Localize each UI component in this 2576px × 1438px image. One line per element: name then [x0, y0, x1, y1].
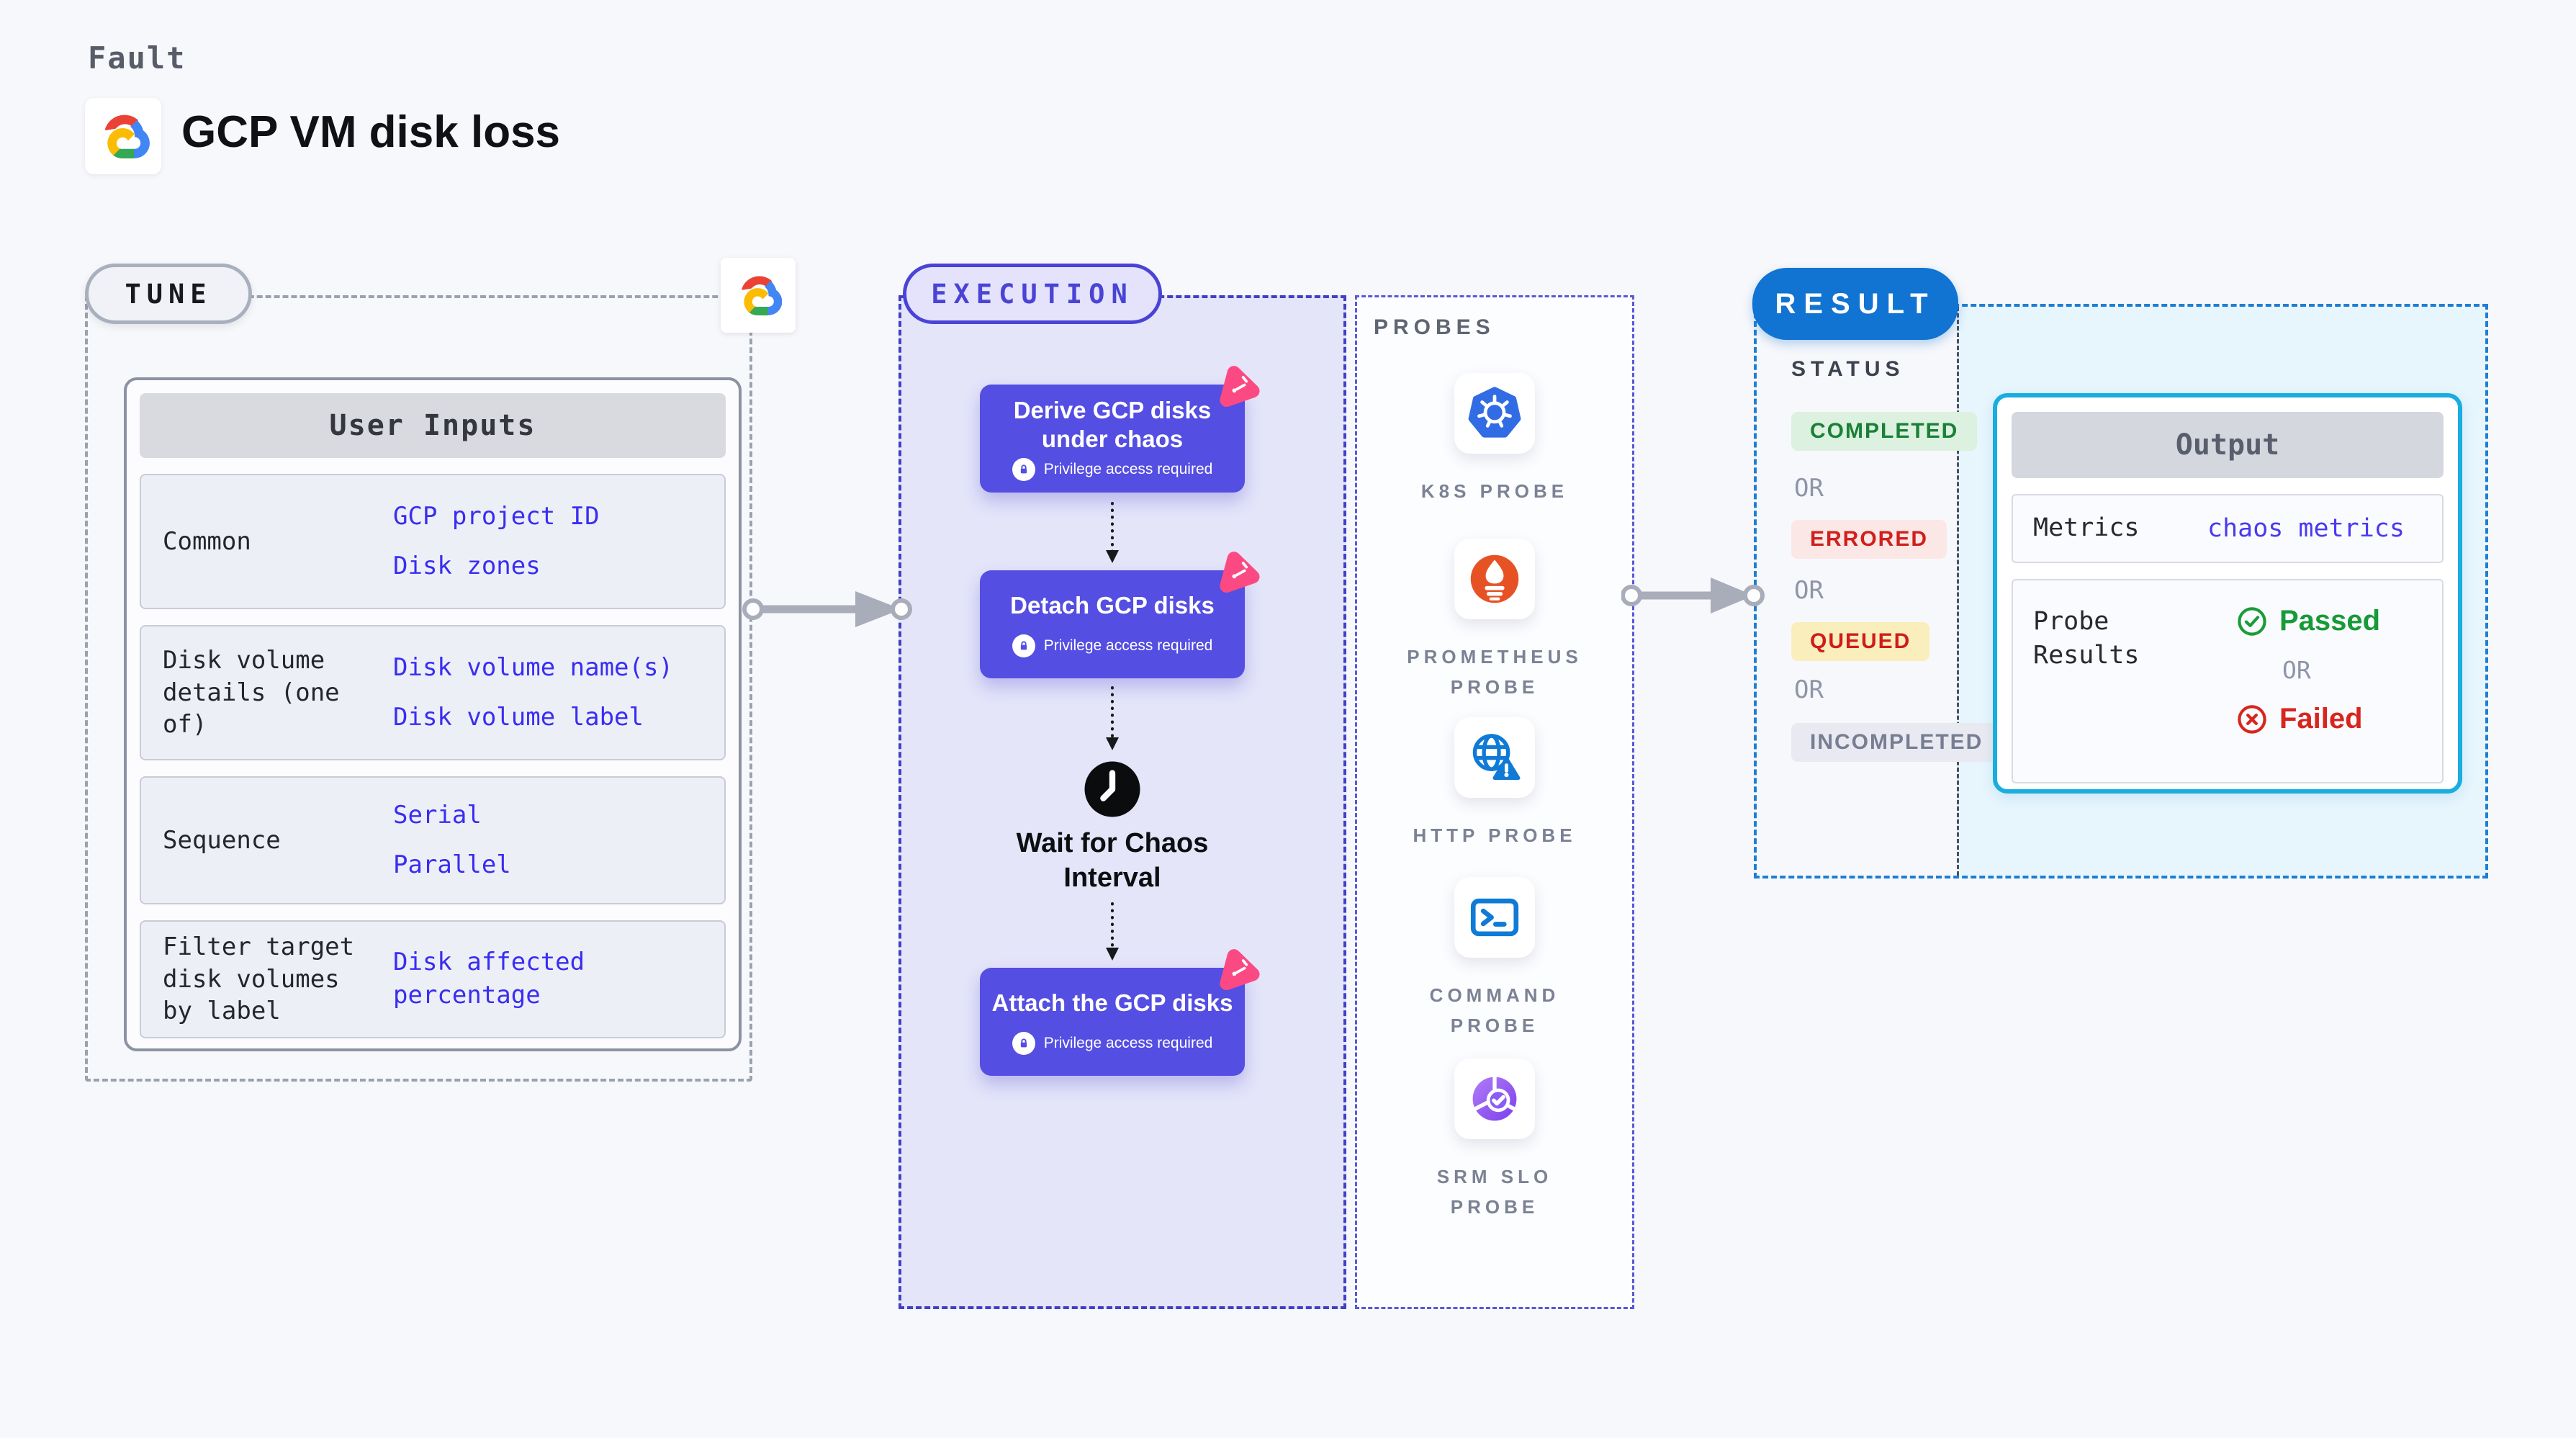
probes-section-title: PROBES: [1374, 315, 1495, 339]
gcp-cloud-icon: [742, 276, 782, 315]
status-badge-incompleted: INCOMPLETED: [1791, 723, 2002, 762]
input-value-link[interactable]: Parallel: [393, 850, 511, 879]
tune-to-execution-arrow: [742, 591, 912, 627]
chaos-experiment-icon: [1220, 366, 1260, 408]
probe-result-passed: Passed: [2279, 605, 2381, 637]
x-circle-icon: [2238, 704, 2266, 734]
check-circle-icon: [2238, 606, 2266, 636]
input-value-link[interactable]: Disk affected percentage: [393, 948, 585, 1010]
flow-connector-arrow: [1106, 902, 1119, 961]
metrics-value-link[interactable]: chaos metrics: [2207, 514, 2405, 543]
gcp-logo-card: [85, 98, 161, 174]
input-row-label: Disk volume details (one of): [163, 645, 340, 740]
status-or-separator: OR: [1794, 576, 1824, 605]
terminal-icon: [1470, 898, 1519, 937]
probe-results-label: Probe Results: [2033, 607, 2140, 670]
probes-to-result-arrow: [1621, 578, 1765, 614]
step-title: Attach the GCP disks: [991, 989, 1233, 1017]
srm-slo-probe-card: [1454, 1059, 1535, 1139]
tune-section-panel: [85, 295, 752, 1082]
input-row-label: Filter target disk volumes by label: [163, 932, 355, 1026]
input-value-link[interactable]: Disk zones: [393, 552, 541, 580]
input-value-link[interactable]: GCP project ID: [393, 501, 600, 531]
step-detach-gcp-disks: Detach GCP disks Privilege access requir…: [980, 552, 1260, 678]
chaos-experiment-icon: [1220, 552, 1260, 593]
input-value-link[interactable]: Disk volume name(s): [393, 652, 673, 682]
input-row-label: Sequence: [163, 825, 281, 855]
probe-label: SRM SLO PROBE: [1436, 1166, 1553, 1218]
input-row-label: Common: [163, 526, 251, 556]
privilege-note: Privilege access required: [1043, 637, 1213, 654]
status-badge-queued: QUEUED: [1791, 622, 1930, 661]
output-row-probe-results: Probe Results Passed OR Failed: [2012, 579, 2444, 783]
gcp-cloud-icon: [104, 114, 150, 158]
execution-section-badge: EXECUTION: [903, 264, 1162, 324]
input-value-link[interactable]: Serial: [393, 800, 482, 830]
probe-label: K8S PROBE: [1420, 480, 1569, 502]
step-derive-gcp-disks: Derive GCP disks under chaos Privilege a…: [980, 366, 1260, 493]
privilege-note: Privilege access required: [1043, 460, 1213, 477]
metrics-label: Metrics: [2033, 513, 2140, 543]
lock-icon: [1012, 1031, 1035, 1055]
input-value-link[interactable]: Disk volume label: [393, 703, 644, 732]
flow-connector-arrow: [1106, 686, 1119, 750]
k8s-probe-card: [1454, 373, 1535, 454]
privilege-note: Privilege access required: [1043, 1034, 1213, 1051]
tune-section-badge: TUNE: [85, 264, 252, 324]
prometheus-icon: [1470, 554, 1519, 603]
step-title: Derive GCP disks under chaos: [1013, 397, 1212, 452]
input-row-disk-volume-details: Disk volume details (one of) Disk volume…: [140, 625, 726, 760]
input-row-sequence: Sequence Serial Parallel: [140, 776, 726, 904]
output-row-metrics: Metrics chaos metrics: [2012, 494, 2444, 563]
step-title: Detach GCP disks: [1010, 592, 1215, 619]
step-attach-gcp-disks: Attach the GCP disks Privilege access re…: [980, 949, 1260, 1076]
page-title: GCP VM disk loss: [181, 107, 561, 157]
status-title: STATUS: [1791, 357, 1905, 381]
status-or-separator: OR: [1794, 675, 1824, 704]
output-card: Output Metrics chaos metrics Probe Resul…: [1993, 393, 2462, 794]
slo-pie-check-icon: [1472, 1075, 1517, 1121]
input-row-filter-by-label: Filter target disk volumes by label Disk…: [140, 920, 726, 1038]
wait-step-label: Wait for Chaos Interval: [1016, 828, 1209, 893]
probe-label: COMMAND PROBE: [1429, 984, 1560, 1036]
status-or-separator: OR: [1794, 474, 1824, 503]
probe-result-failed: Failed: [2279, 703, 2363, 734]
http-probe-card: [1454, 717, 1535, 798]
chaos-experiment-icon: [1220, 949, 1260, 991]
probe-label: PROMETHEUS PROBE: [1407, 646, 1582, 698]
status-badge-errored: ERRORED: [1791, 520, 1947, 559]
kubernetes-icon: [1468, 387, 1521, 438]
http-globe-warning-icon: [1472, 734, 1521, 781]
probe-label: HTTP PROBE: [1413, 824, 1577, 846]
command-probe-card: [1454, 877, 1535, 958]
wait-clock-icon: [1082, 759, 1143, 819]
user-inputs-title: User Inputs: [140, 393, 726, 458]
probes-section-panel: [1355, 295, 1634, 1309]
user-inputs-card: User Inputs Common GCP project ID Disk z…: [124, 377, 742, 1051]
lock-icon: [1012, 457, 1035, 481]
output-title: Output: [2012, 412, 2444, 478]
result-section-badge: RESULT: [1752, 268, 1958, 340]
lock-icon: [1012, 634, 1035, 657]
fault-eyebrow: Fault: [88, 40, 186, 76]
gcp-corner-logo-card: [721, 258, 796, 333]
prometheus-probe-card: [1454, 539, 1535, 619]
probe-result-or-separator: OR: [2282, 656, 2311, 684]
input-row-common: Common GCP project ID Disk zones: [140, 474, 726, 609]
status-badge-completed: COMPLETED: [1791, 412, 1978, 451]
flow-connector-arrow: [1106, 502, 1119, 563]
